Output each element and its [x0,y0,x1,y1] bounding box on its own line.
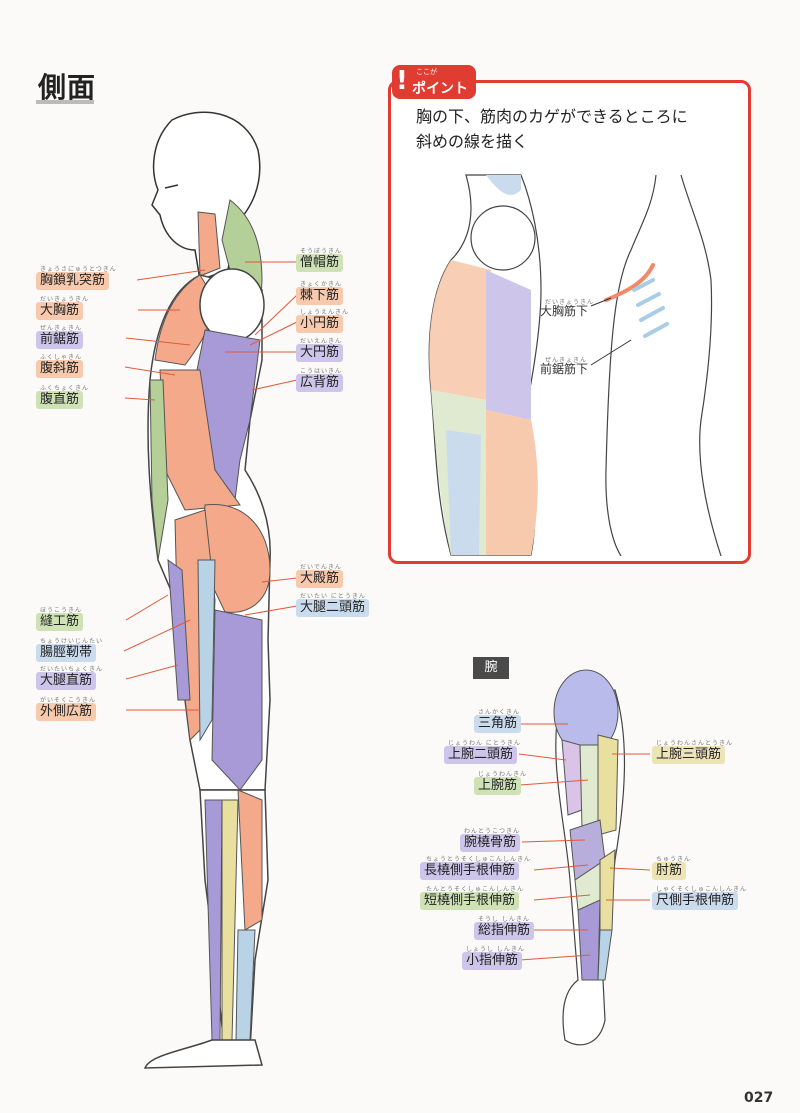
point-text: 胸の下、筋肉のカゲができるところに 斜めの線を描く [416,104,736,154]
biceps-femoris-shape [211,609,263,791]
label-vastus-lateralis: 外側広筋 [36,703,97,721]
label-teres-major: 大円筋 [296,344,344,362]
label-trapezius: 僧帽筋 [296,254,344,272]
ruby-teres-minor: しょうえんきん [300,309,350,316]
ruby-gluteus: だいでんきん [300,564,342,571]
ruby-scm: きょうさにゅうとつきん [40,266,117,273]
ruby-pec-lower: だいきょうきん [545,299,595,306]
label-extensor-carpi-ulnaris: 尺側手根伸筋 [652,892,739,910]
ruby-ecrl: ちょうとうそくしゅこんしんきん [426,856,532,863]
ruby-sartorius: ほうこうきん [40,607,83,614]
label-extensor-digiti-minimi: 小指伸筋 [462,952,523,970]
title-underline [36,100,94,104]
ruby-vastus-lateralis: がいそくこうきん [40,697,97,704]
ruby-ecrb: たんとうそくしゅこんしんきん [426,886,525,893]
ruby-biceps-femoris: だいたい にとうきん [300,593,366,600]
label-infraspinatus: 棘下筋 [296,287,344,305]
point-text-line2: 斜めの線を描く [416,132,529,151]
ruby-brachialis: じょうわんきん [478,771,528,778]
point-tab [392,65,476,99]
arm-section-title: 腕 [473,657,509,679]
label-brachialis: 上腕筋 [474,777,522,795]
label-extensor-carpi-radialis-longus: 長橈側手根伸筋 [420,862,520,880]
ruby-triceps: じょうわんさんとうきん [656,740,734,747]
rectus-femoris-shape [167,558,191,701]
foot-outline [143,1039,263,1069]
label-extensor-digitorum: 総指伸筋 [474,922,535,940]
ruby-rectus: ふくちょくきん [40,385,90,392]
label-extensor-carpi-radialis-brevis: 短橈側手根伸筋 [420,892,520,910]
label-serratus-anterior: 前鋸筋 [36,331,84,349]
label-sternocleidomastoid: 胸鎖乳突筋 [36,272,110,290]
page-title: 側面 [38,71,97,104]
label-biceps-brachii: 上腕二頭筋 [444,746,518,764]
ruby-it-band: ちょうけいじんたい [40,638,104,645]
label-latissimus-dorsi: 広背筋 [296,374,344,392]
label-teres-minor: 小円筋 [296,315,344,333]
label-iliotibial-band: 腸脛靭帯 [36,644,97,662]
label-rectus-abdominis: 腹直筋 [36,391,84,409]
label-biceps-femoris: 大腿二頭筋 [296,599,370,617]
ruby-serratus: ぜんきょきん [40,325,83,332]
ruby-biceps: じょうわん にとうきん [448,740,521,747]
ruby-ecu: しゃくそくしゅこんしんきん [656,886,748,893]
label-sartorius: 縫工筋 [36,613,84,631]
label-anconeus: 肘筋 [652,862,687,880]
ruby-rectus-femoris: だいたいちょくきん [40,666,104,673]
page-number: 027 [744,1090,774,1106]
ruby-oblique: ふくしゃきん [40,354,83,361]
ruby-infraspinatus: きょくかきん [300,281,343,288]
it-band-shape [197,559,216,742]
point-ruby: ここが [416,68,437,76]
label-rectus-femoris: 大腿直筋 [36,672,97,690]
ruby-pectoralis: だいきょうきん [40,296,90,303]
label-triceps-brachii: 上腕三頭筋 [652,746,726,764]
scm-shape [197,211,221,277]
point-illustration [428,174,722,556]
ruby-deltoid: さんかくきん [478,709,521,716]
ruby-edc: そうし しんきん [478,916,530,923]
ruby-edm: しょうし しんきん [466,946,525,953]
ruby-serratus-lower: ぜんきょきん [545,357,588,364]
glute-shape [199,503,271,613]
ruby-trapezius: そうぼうきん [300,248,343,255]
label-pectoralis-major: 大胸筋 [36,302,84,320]
label-gluteus-maximus: 大殿筋 [296,570,344,588]
leader-lines-left [123,269,206,711]
point-text-line1: 胸の下、筋肉のカゲができるところに [416,107,688,126]
rectus-abdominis-shape [149,379,169,561]
ruby-brachioradialis: わんとうこつきん [464,828,521,835]
exclamation-icon: ! [396,66,408,96]
ruby-teres-major: だいえんきん [300,338,343,345]
label-oblique: 腹斜筋 [36,360,84,378]
ruby-latissimus: こうはいきん [300,368,343,375]
label-serratus-lower: 前鋸筋下 [540,362,589,376]
label-brachioradialis: 腕橈骨筋 [460,834,521,852]
ruby-anconeus: ちゅうきん [656,856,692,863]
label-deltoid: 三角筋 [474,715,522,733]
leader-lines-right [225,261,298,616]
point-label: ポイント [412,81,468,97]
label-pectoralis-lower: 大胸筋下 [540,304,589,318]
